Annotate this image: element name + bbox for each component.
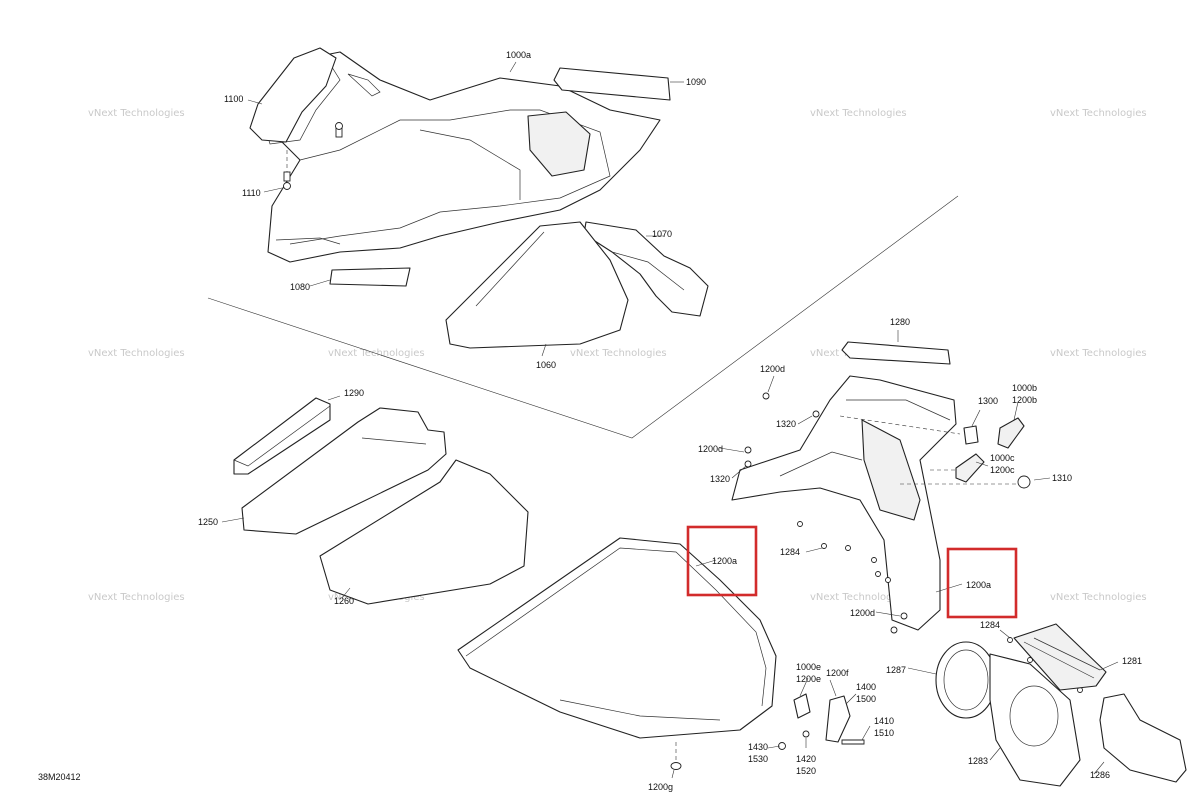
strip-1090 (553, 67, 671, 101)
label-1200d: 1200d (760, 364, 785, 374)
grille-1000c (955, 453, 985, 483)
label-1200b: 1200b (1012, 395, 1037, 405)
ring-1287 (935, 641, 997, 719)
label-1070: 1070 (652, 229, 672, 239)
label-1290: 1290 (344, 388, 364, 398)
label-1000a: 1000a (506, 50, 531, 60)
label-1200c: 1200c (990, 465, 1015, 475)
upper-cowl-assembly (259, 51, 661, 263)
latch-1000e (793, 693, 811, 719)
grille-1000b (997, 417, 1025, 449)
fastener-1420 (802, 730, 810, 738)
panel-1070 (583, 221, 709, 317)
watermark: vNext Technologies (1050, 108, 1147, 119)
label-1280: 1280 (890, 317, 910, 327)
label-1200a: 1200a (712, 556, 737, 566)
label-1080: 1080 (290, 282, 310, 292)
highlight-box-1200a-left (686, 525, 758, 597)
label-1250: 1250 (198, 517, 218, 527)
label-1286: 1286 (1090, 770, 1110, 780)
watermark: vNext Technologies (810, 108, 907, 119)
label-1200e: 1200e (796, 674, 821, 684)
label-1420: 1420 (796, 754, 816, 764)
label-1000b: 1000b (1012, 383, 1037, 393)
watermark: vNext Technologies (810, 592, 907, 603)
watermark: vNext Technologies (88, 592, 185, 603)
panel-1060 (445, 221, 629, 349)
highlight-box-1200a-right (946, 547, 1018, 619)
label-1310: 1310 (1052, 473, 1072, 483)
label-1400: 1400 (856, 682, 876, 692)
callout-labels: 1000a 1090 1100 1110 1070 1080 1060 1280… (38, 50, 1142, 792)
screw-1110 (283, 122, 343, 190)
watermark: vNext Technologies (88, 108, 185, 119)
label-1284: 1284 (980, 620, 1000, 630)
label-1500: 1500 (856, 694, 876, 704)
foam-1290 (233, 397, 331, 475)
label-1000c: 1000c (990, 453, 1015, 463)
label-1200d: 1200d (698, 444, 723, 454)
label-1110: 1110 (242, 188, 261, 198)
label-1287: 1287 (886, 665, 906, 675)
document-id: 38M20412 (38, 772, 81, 782)
leader-lines (221, 61, 1119, 779)
screw-1200g (670, 762, 682, 770)
latch-1400 (825, 695, 851, 743)
label-1100: 1100 (224, 94, 243, 104)
label-1090: 1090 (686, 77, 706, 87)
label-1284: 1284 (780, 547, 800, 557)
grille-1281 (1013, 623, 1107, 691)
clip-1310 (1017, 475, 1031, 489)
separator-plane (207, 195, 959, 439)
label-1200a: 1200a (966, 580, 991, 590)
duct-1286 (1099, 693, 1187, 783)
bracket-1100 (249, 47, 337, 143)
bolt-1410 (841, 739, 865, 745)
label-1200d: 1200d (850, 608, 875, 618)
label-1281: 1281 (1122, 656, 1142, 666)
label-1300: 1300 (978, 396, 998, 406)
label-1510: 1510 (874, 728, 894, 738)
label-1320: 1320 (776, 419, 796, 429)
watermark: vNext Technologies (1050, 348, 1147, 359)
panel-1260 (319, 459, 529, 605)
clip-1300 (963, 425, 979, 445)
side-panel-left (457, 537, 777, 739)
watermark: vNext Technologies (570, 348, 667, 359)
label-1320: 1320 (710, 474, 730, 484)
label-1060: 1060 (536, 360, 556, 370)
watermark: vNext Technologies (1050, 592, 1147, 603)
strip-1080 (329, 267, 411, 287)
label-1530: 1530 (748, 754, 768, 764)
label-1000e: 1000e (796, 662, 821, 672)
strip-1280 (841, 341, 951, 365)
label-1260: 1260 (334, 596, 354, 606)
label-1200g: 1200g (648, 782, 673, 792)
label-1410: 1410 (874, 716, 894, 726)
housing-1283 (989, 653, 1081, 787)
label-1520: 1520 (796, 766, 816, 776)
label-1430: 1430 (748, 742, 768, 752)
watermark: vNext Technologies (88, 348, 185, 359)
label-1200f: 1200f (826, 668, 849, 678)
label-1283: 1283 (968, 756, 988, 766)
mat-1250 (241, 407, 447, 535)
